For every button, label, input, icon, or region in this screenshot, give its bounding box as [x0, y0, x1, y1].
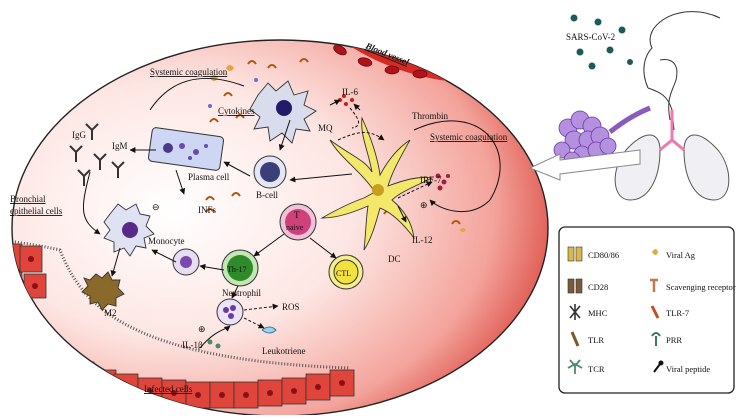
- tlr-icon: [570, 331, 580, 347]
- infected-cells-label: Infected cells: [144, 384, 193, 394]
- cd80-86-icon: [567, 246, 583, 262]
- igm-label: IgM: [112, 141, 128, 151]
- irf7-label: IRF-7: [420, 175, 442, 185]
- legend-label-mhc: MHC: [588, 308, 608, 318]
- virus-particles: [570, 14, 633, 70]
- b-cell: [253, 155, 287, 189]
- monocyte-label: Monocyte: [148, 236, 185, 246]
- systemic-coagulation-right-label: Systemic coagulation: [430, 132, 508, 142]
- il12-label: IL-12: [412, 235, 433, 245]
- igg-antibodies: [69, 123, 125, 186]
- plasma-cell: [148, 127, 224, 171]
- tcr-icon: [567, 359, 583, 374]
- legend-label-tcr: TCR: [588, 364, 605, 374]
- prr-icon: [651, 332, 661, 346]
- b-cell-label: B-cell: [256, 190, 278, 200]
- ros-label: ROS: [282, 302, 300, 312]
- legend-label-tlr: TLR: [588, 335, 604, 345]
- tlr7-icon: [650, 305, 660, 319]
- legend-label-viral-peptide: Viral peptide: [666, 364, 710, 374]
- scavenging-receptor-icon: [650, 278, 658, 292]
- mq-label: MQ: [318, 123, 333, 133]
- neutrophil-label: Neutrophil: [222, 288, 261, 298]
- il6-label: IL-6: [342, 87, 358, 97]
- cd28-icon: [567, 278, 583, 294]
- infs-label: INFs: [198, 205, 217, 215]
- legend-label-tlr7: TLR-7: [666, 308, 689, 318]
- mhc-icon: [569, 304, 581, 320]
- legend-label-viral-ag: Viral Ag: [666, 250, 696, 260]
- neutrophil: [216, 298, 244, 326]
- legend: CD80/86 Viral Ag CD28 Scavenging recepto…: [558, 226, 736, 394]
- plasma-cell-label: Plasma cell: [188, 172, 230, 182]
- t-naive-cell: [279, 203, 317, 241]
- leukotriene-shape: [261, 326, 277, 334]
- th17-label: Th-17: [227, 265, 247, 274]
- arrows: [82, 78, 501, 349]
- igg-label: IgG: [72, 130, 86, 140]
- systemic-coagulation-top-label: Systemic coagulation: [150, 67, 228, 77]
- ctl-label: CTL: [336, 269, 351, 278]
- m2-macrophage: [81, 271, 125, 311]
- legend-label-scavenging-receptor: Scavenging receptor: [666, 282, 736, 292]
- irf7-particles: [435, 173, 450, 191]
- ctl-cell: [328, 254, 364, 290]
- viral-antigen-icon: [652, 249, 658, 255]
- sars-label: SARS-CoV-2: [566, 32, 615, 42]
- leukotriene-label: Leukotriene: [262, 346, 305, 356]
- macrophage: [249, 80, 317, 144]
- legend-label-prr: PRR: [666, 335, 682, 345]
- il1b-particles: [207, 339, 221, 349]
- thrombin-label: Thrombin: [412, 111, 448, 121]
- plus-sign-left: ⊕: [198, 324, 206, 334]
- dc-label: DC: [388, 254, 401, 264]
- cytokines-label: Cytokines: [218, 106, 255, 116]
- zoom-arrow: [528, 149, 641, 181]
- t-cell-label: T: [294, 210, 300, 220]
- viral-peptide-icon: [653, 360, 664, 373]
- epithelial-cells-label: epithelial cells: [10, 206, 63, 216]
- monocyte: [172, 248, 200, 276]
- plus-sign-right: ⊕: [420, 200, 428, 210]
- m2-label: M2: [104, 308, 117, 318]
- naive-label: naive: [286, 223, 304, 232]
- legend-label-cd28: CD28: [588, 282, 608, 292]
- legend-label-cd80-86: CD80/86: [588, 250, 619, 260]
- phagocyte: [103, 203, 155, 257]
- minus-sign: ⊖: [152, 202, 160, 212]
- bronchial-label: Bronchial: [10, 194, 46, 204]
- th17-cell: [221, 249, 259, 287]
- il1b-label: IL-1β: [182, 340, 203, 350]
- head-profile: [643, 11, 721, 131]
